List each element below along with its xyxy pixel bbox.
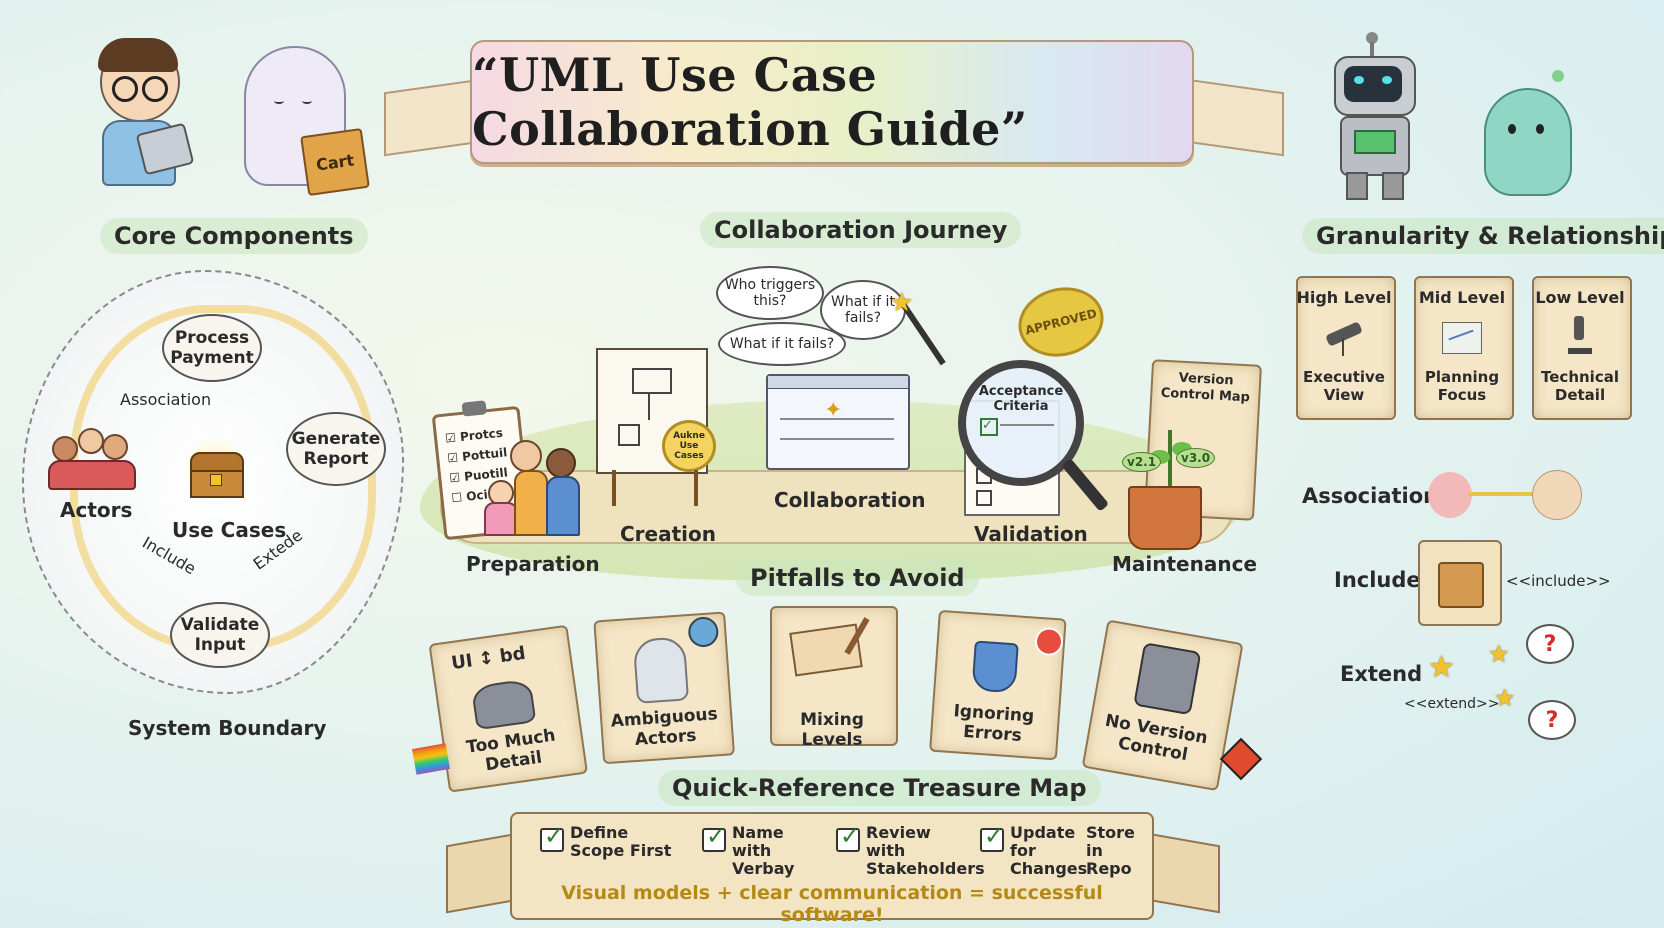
association-label: Association <box>120 390 212 409</box>
acceptance-criteria-label: Acceptance Criteria <box>978 384 1064 414</box>
checkbox-icon <box>540 822 564 852</box>
pitfall-mixing-levels: Mixing Levels <box>770 606 898 750</box>
reference-item: Review with Stakeholders <box>836 822 985 878</box>
cart-label: Cart <box>314 149 356 175</box>
boy-with-tablet-character <box>88 36 198 186</box>
shopping-bag-icon: Cart <box>300 127 370 197</box>
reference-item-label: Define Scope First <box>570 823 672 860</box>
tagline: Visual models + clear communication = su… <box>561 882 1103 926</box>
rainbow-flag-icon <box>412 743 450 775</box>
actors-group-icon <box>48 418 136 490</box>
reference-item-label: Review with Stakeholders <box>866 823 985 878</box>
reference-item-label: Update for Changes <box>1010 823 1088 878</box>
approved-stamp: APPROVED <box>1011 278 1111 366</box>
use-cases-seal: Aukne Use Cases <box>662 420 716 472</box>
banner-tail-right <box>1180 77 1284 157</box>
extend-star-icon: ★ <box>1488 640 1510 668</box>
question-bubble-what-if-fails-2: What if it fails? <box>718 322 846 366</box>
stage-maintenance: Maintenance <box>1112 552 1258 576</box>
microscope-icon <box>1560 316 1600 356</box>
extend-star-icon: ★ <box>1428 650 1455 685</box>
level-card-high: High Level Executive View <box>1296 276 1396 420</box>
actors-label: Actors <box>60 498 133 522</box>
pitfalls-heading: Pitfalls to Avoid <box>736 560 979 596</box>
system-boundary-label: System Boundary <box>128 716 327 740</box>
level-card-mid: Mid Level Planning Focus <box>1414 276 1514 420</box>
granularity-heading: Granularity & Relationships <box>1302 218 1664 254</box>
level-title: Low Level <box>1535 288 1625 307</box>
association-blobs-icon <box>1428 466 1582 524</box>
collaboration-journey-heading: Collaboration Journey <box>700 212 1022 248</box>
question-mark-icon: ? <box>1526 624 1574 664</box>
quick-reference-heading: Quick-Reference Treasure Map <box>658 770 1101 806</box>
level-subtitle: Technical Detail <box>1541 368 1619 404</box>
pitfall-ambiguous-actors: Ambiguous Actors <box>593 611 735 765</box>
extend-stereotype-label: <<extend>> <box>1404 696 1500 712</box>
map-icon <box>1442 316 1482 356</box>
stage-creation: Creation <box>620 522 716 546</box>
core-components-heading: Core Components <box>100 218 368 254</box>
blob-alien-character <box>1478 70 1578 200</box>
checkbox-icon <box>702 822 726 852</box>
include-stereotype-label: <<include>> <box>1506 572 1611 590</box>
puzzle-piece-icon <box>1418 540 1502 626</box>
use-cases-label: Use Cases <box>172 518 287 542</box>
wand-star-icon: ★ <box>890 288 914 318</box>
level-title: High Level <box>1296 288 1392 307</box>
pitfall-label: Ignoring Errors <box>952 701 1035 746</box>
reference-item: Name with Verbay <box>702 822 822 878</box>
pitfall-no-version-control: No Version Control <box>1081 619 1244 792</box>
pitfall-ignoring-errors: Ignoring Errors <box>929 609 1067 761</box>
robot-character <box>1318 32 1428 200</box>
reference-item: Define Scope First <box>540 822 674 860</box>
telescope-icon <box>1324 316 1364 356</box>
stage-validation: Validation <box>974 522 1088 546</box>
reference-item-label: Store in Repo <box>1086 823 1135 878</box>
treasure-chest-icon <box>182 436 248 500</box>
flower-pot <box>1128 486 1202 550</box>
page-title: “UML Use Case Collaboration Guide” <box>472 48 1028 156</box>
extend-star-icon: ★ <box>1494 684 1516 712</box>
relationship-extend-label: Extend <box>1340 662 1423 686</box>
level-subtitle: Executive View <box>1303 368 1385 404</box>
relationship-include-label: Include <box>1334 568 1421 592</box>
ghost-with-cart-character: Cart <box>240 40 370 197</box>
ghost-icon <box>632 636 690 704</box>
stage-preparation: Preparation <box>466 552 600 576</box>
use-case-validate-input: Validate Input <box>170 602 270 668</box>
level-subtitle: Planning Focus <box>1424 368 1500 404</box>
level-title: Mid Level <box>1418 288 1506 307</box>
quick-reference-banner: Define Scope First Name with Verbay Revi… <box>510 812 1154 926</box>
easel-legs <box>612 470 698 506</box>
pitfall-label: Mixing Levels <box>800 710 864 750</box>
checkbox-icon <box>980 822 1004 852</box>
pitfall-too-much-detail: UI ↕ bd Too Much Detail <box>428 624 589 793</box>
version-control-map-label: Version Control Map <box>1160 370 1251 406</box>
creation-easel: Aukne Use Cases <box>596 348 716 474</box>
question-bubble-who-triggers: Who triggers this? <box>716 266 824 320</box>
reference-item: Store in Repo <box>1086 824 1146 878</box>
relationship-association-label: Association <box>1302 484 1439 508</box>
stage-collaboration: Collaboration <box>774 488 926 512</box>
broken-robot-icon <box>1133 642 1202 716</box>
version-tag: v3.0 <box>1176 448 1216 468</box>
version-tag: v2.1 <box>1122 452 1162 472</box>
question-mark-icon: ? <box>1528 700 1576 740</box>
team-group-icon <box>484 438 584 536</box>
reference-item-label: Name with Verbay <box>732 823 795 878</box>
level-card-low: Low Level Technical Detail <box>1532 276 1632 420</box>
use-case-process-payment: Process Payment <box>162 314 262 382</box>
title-banner: “UML Use Case Collaboration Guide” <box>470 40 1194 164</box>
checkbox-icon <box>836 822 860 852</box>
collaboration-window: ✦ <box>766 374 910 470</box>
reference-item: Update for Changes <box>980 822 1088 878</box>
use-case-generate-report: Generate Report <box>286 412 386 486</box>
git-logo-icon <box>1219 737 1263 781</box>
